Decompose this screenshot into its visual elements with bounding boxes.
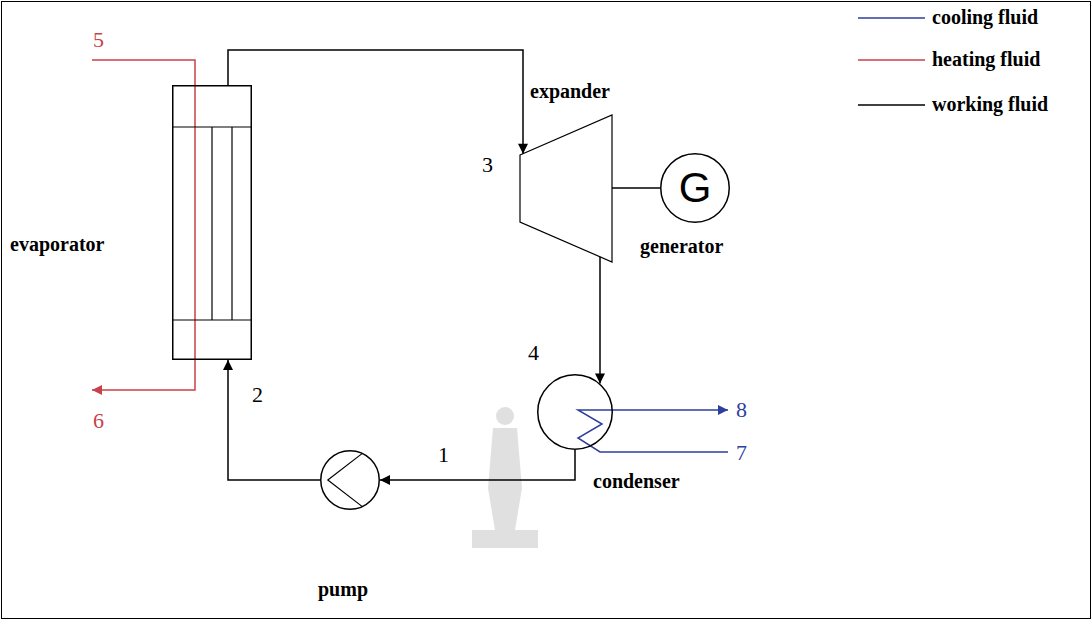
- cooling-fluid-line: [578, 410, 728, 452]
- component-label: expander: [530, 80, 610, 103]
- component-label: evaporator: [10, 233, 104, 256]
- state-number: 4: [528, 340, 539, 365]
- component-label: generator: [640, 235, 723, 258]
- pump-circle: pump: [320, 450, 380, 510]
- expander-symbol-outline: [520, 115, 612, 262]
- pump-circle-outline: [320, 450, 380, 510]
- state-number: 5: [93, 27, 104, 52]
- heating-fluid-line: [92, 60, 195, 390]
- flow-line: [228, 50, 523, 154]
- condenser-circle: condenser: [537, 374, 613, 450]
- generator-circle: Ggenerator: [660, 153, 730, 223]
- flow-line: [612, 187, 660, 189]
- watermark: [472, 407, 538, 548]
- state-number: 1: [438, 442, 449, 467]
- state-number: 8: [736, 397, 747, 422]
- evaporator-box-outline: [172, 85, 252, 360]
- legend-line: [858, 17, 925, 19]
- expander-symbol: expander: [520, 115, 612, 262]
- state-number: 2: [252, 382, 263, 407]
- component-label: condenser: [593, 470, 680, 493]
- flow-line: [380, 450, 575, 480]
- legend-text: cooling fluid: [932, 6, 1038, 29]
- state-number: 7: [736, 440, 747, 465]
- condenser-circle-outline: [537, 374, 613, 450]
- legend-text: heating fluid: [932, 48, 1040, 71]
- evaporator-box: evaporator: [172, 85, 252, 360]
- flow-line: [228, 360, 320, 480]
- generator-symbol: G: [660, 153, 730, 223]
- state-number: 3: [482, 152, 493, 177]
- flow-line: [599, 257, 601, 384]
- state-number: 6: [93, 408, 104, 433]
- component-label: pump: [318, 578, 368, 601]
- legend-text: working fluid: [932, 93, 1048, 116]
- legend-line: [858, 59, 925, 61]
- legend-line: [858, 104, 925, 106]
